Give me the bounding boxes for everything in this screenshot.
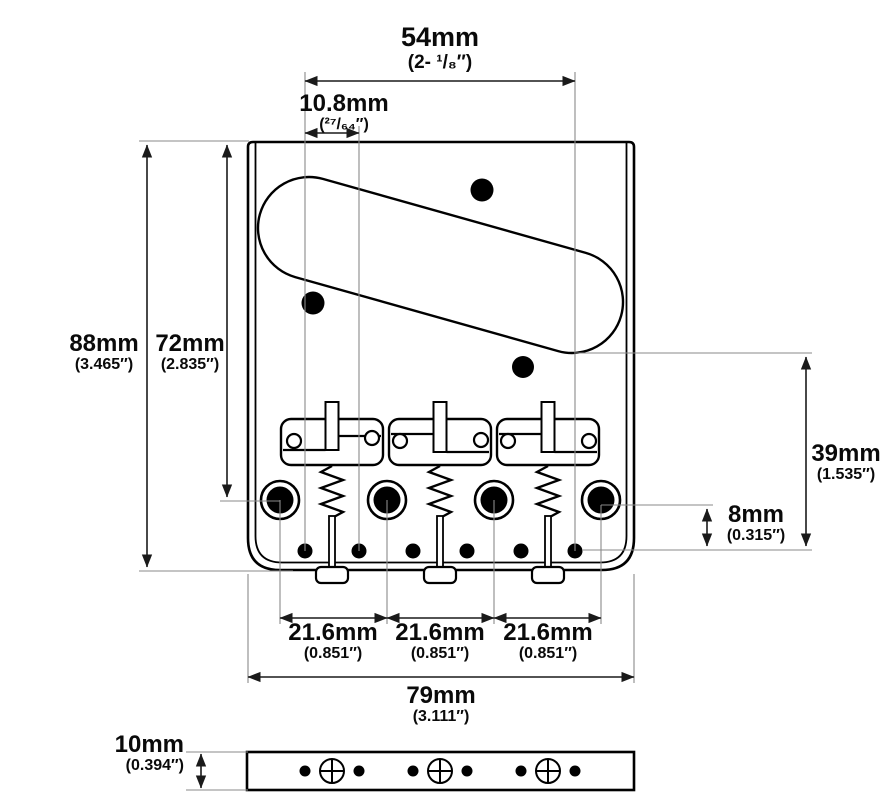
dim-pickup-to-strings-mm: 39mm (811, 440, 880, 467)
dim-plate-thickness-inch: (0.394″) (125, 757, 184, 775)
pickup-cutout (256, 175, 625, 355)
saddle-1 (279, 401, 385, 467)
intonation-screws (314, 464, 566, 585)
dim-pickup-to-strings-inch: (1.535″) (816, 466, 876, 484)
dim-holes-to-strings-inch: (0.315″) (726, 527, 786, 545)
dim-saddle-spacing-1-inch: (0.851″) (303, 645, 363, 663)
dim-string-spacing-mm: 10.8mm (299, 90, 389, 117)
spring-screw-2 (422, 464, 458, 585)
dim-plate-thickness: 10mm (0.394″) (60, 731, 184, 776)
dim-holes-to-strings-mm: 8mm (727, 501, 785, 528)
dim-string-spacing: 10.8mm (²⁷/₆₄″) (299, 90, 389, 135)
dim-saddle-spacing-2-inch: (0.851″) (410, 645, 470, 663)
dim-string-spacing-inch: (²⁷/₆₄″) (319, 116, 369, 134)
dim-holes-to-strings: 8mm (0.315″) (726, 501, 786, 546)
dim-saddle-spacing-2: 21.6mm (0.851″) (395, 619, 485, 664)
saddle-2 (387, 401, 493, 467)
pickup-screw-holes (301, 178, 534, 378)
dim-pickup-to-strings: 39mm (1.535″) (811, 440, 880, 485)
spring-screw-3 (530, 464, 566, 585)
saddle-3 (495, 401, 601, 467)
dim-plate-width: 79mm (3.111″) (406, 682, 476, 727)
dim-saddle-spacing-2-mm: 21.6mm (395, 619, 485, 646)
dim-plate-length: 88mm (3.465″) (69, 330, 139, 375)
dimension-lines (141, 75, 812, 789)
dim-plate-width-inch: (3.111″) (412, 708, 470, 726)
string-holes (297, 543, 583, 559)
dim-plate-length-inch: (3.465″) (74, 356, 134, 374)
dim-string-spread-mm: 54mm (400, 22, 480, 52)
dim-top-to-mount-holes-mm: 72mm (155, 330, 225, 357)
dim-string-spread: 54mm (2- ¹/₈″) (400, 22, 480, 73)
spring-screw-1 (314, 464, 350, 585)
dim-plate-length-mm: 88mm (69, 330, 139, 357)
side-view-plate (245, 750, 636, 792)
dim-saddle-spacing-3-mm: 21.6mm (503, 619, 593, 646)
side-view-string-holes (299, 765, 581, 777)
saddles (279, 401, 601, 467)
extension-lines (139, 72, 812, 791)
dim-top-to-mount-holes: 72mm (2.835″) (155, 330, 225, 375)
dim-saddle-spacing-3-inch: (0.851″) (518, 645, 578, 663)
dim-top-to-mount-holes-inch: (2.835″) (160, 356, 220, 374)
dim-string-spread-inch: (2- ¹/₈″) (407, 51, 473, 73)
dim-saddle-spacing-3: 21.6mm (0.851″) (503, 619, 593, 664)
dim-plate-thickness-mm: 10mm (114, 731, 184, 758)
dim-plate-width-mm: 79mm (406, 682, 476, 709)
side-view-screw-heads (319, 758, 561, 784)
dim-saddle-spacing-1: 21.6mm (0.851″) (288, 619, 378, 664)
dim-saddle-spacing-1-mm: 21.6mm (288, 619, 378, 646)
